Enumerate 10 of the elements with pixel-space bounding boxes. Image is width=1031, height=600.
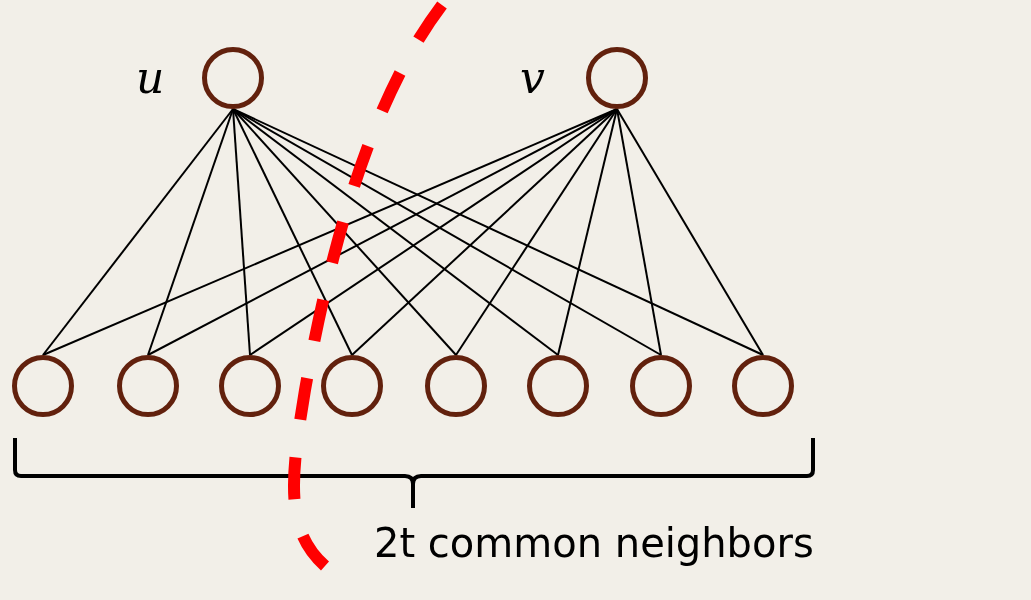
vertex-label: u <box>136 56 165 100</box>
edge-line <box>42 108 234 356</box>
edge-line <box>232 108 251 356</box>
vertex-label: v <box>520 56 545 100</box>
edge-line <box>557 108 618 356</box>
edge-line <box>455 108 618 356</box>
edge-line <box>616 108 764 356</box>
bracket-label: 2t common neighbors <box>374 520 814 566</box>
edge-line <box>147 108 234 356</box>
edge-line <box>616 108 662 356</box>
